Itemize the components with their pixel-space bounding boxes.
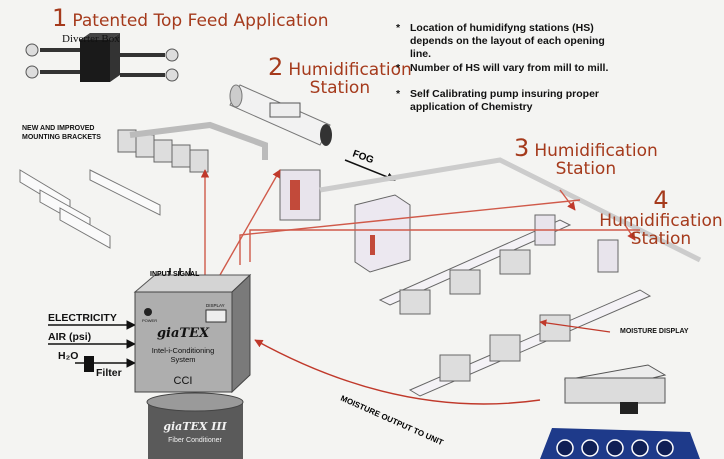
- bale-rollers: [540, 428, 700, 459]
- callout-3: 3 Humidification Station: [514, 134, 658, 180]
- cci-brand: giaTEX: [157, 326, 210, 341]
- brackets-label: NEW AND IMPROVED MOUNTING BRACKETS: [22, 125, 101, 142]
- feed-lines: [200, 169, 640, 280]
- callout-2-line1: Humidification: [288, 60, 412, 80]
- note-3-text: Self Calibrating pump insuring proper ap…: [410, 88, 600, 114]
- callout-2-number: 2: [268, 53, 284, 81]
- overhead-pipe: [319, 157, 702, 263]
- callout-4-number: 4: [653, 186, 669, 214]
- filter-label: Filter: [96, 367, 122, 379]
- station-4-unit: [597, 239, 619, 273]
- diverter-box: [25, 33, 179, 82]
- diverter-box-label: Diverter Box: [62, 33, 120, 45]
- air-label: AIR (psi): [48, 331, 92, 343]
- callout-2-line2: Station: [309, 78, 371, 99]
- callout-3-line2: Station: [555, 159, 617, 180]
- cci-code: CCI: [174, 375, 193, 387]
- note-2: * Number of HS will vary from mill to mi…: [396, 62, 621, 75]
- conditioner-brand: giaTEX III: [163, 420, 227, 433]
- h2o-label: H₂O: [58, 350, 79, 362]
- cci-control-unit: [133, 273, 252, 394]
- cci-display-label: DISPLAY: [206, 303, 225, 308]
- cci-power-label: POWER: [142, 318, 157, 323]
- conditioner-subtitle: Fiber Conditioner: [168, 437, 222, 444]
- moisture-output-line: [254, 339, 541, 405]
- station-2-unit: [229, 84, 332, 221]
- duct-top: [129, 121, 268, 160]
- fiber-conditioner: [146, 392, 244, 459]
- cci-line2: System: [170, 355, 195, 364]
- callout-1-number: 1: [52, 4, 68, 32]
- cci-line1: Intel-i-Conditioning: [152, 346, 215, 355]
- moisture-display-label: MOISTURE DISPLAY: [620, 328, 689, 335]
- conveyor-line: [378, 219, 652, 397]
- callout-3-line1: Humidification: [534, 141, 658, 161]
- callout-4-line1: Humidification: [599, 211, 723, 232]
- callout-3-number: 3: [514, 134, 530, 162]
- note-3: * Self Calibrating pump insuring proper …: [396, 88, 621, 114]
- electricity-label: ELECTRICITY: [48, 312, 117, 324]
- note-2-text: Number of HS will vary from mill to mill…: [410, 62, 609, 74]
- callout-4: 4 Humidification Station: [598, 186, 724, 250]
- central-cabinet: [354, 194, 411, 273]
- note-1: * Location of humidifyng stations (HS) d…: [396, 22, 621, 61]
- moisture-display-pointer: [539, 319, 611, 333]
- note-1-text: Location of humidifyng stations (HS) dep…: [410, 22, 605, 61]
- moisture-output-label: MOISTURE OUTPUT TO UNIT: [339, 394, 445, 448]
- input-signal-label: INPUT SIGNAL: [150, 271, 200, 278]
- moisture-display-device: [563, 364, 667, 414]
- callout-4-line2: Station: [630, 229, 692, 250]
- callout-1-text: Patented Top Feed Application: [72, 11, 329, 31]
- callout-2: 2 Humidification Station: [268, 53, 412, 99]
- callout-1: 1 Patented Top Feed Application: [52, 4, 329, 32]
- filter-block: [84, 356, 94, 372]
- duct-network: [19, 169, 161, 249]
